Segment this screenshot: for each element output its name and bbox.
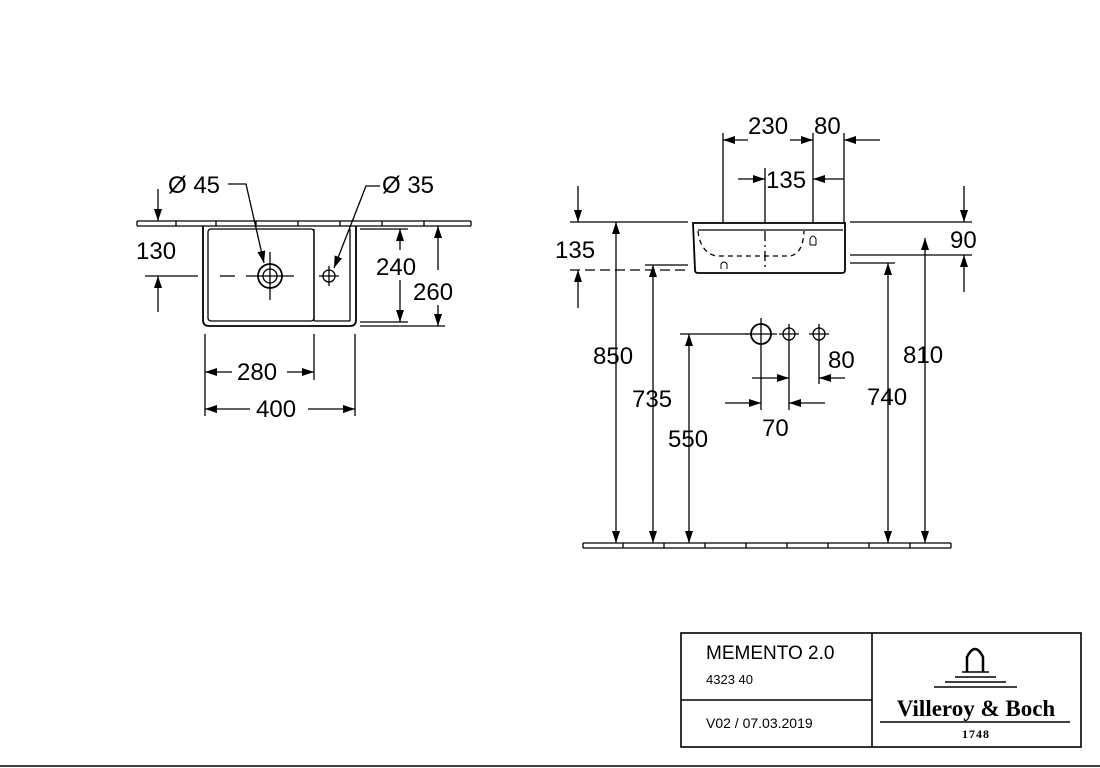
top-view bbox=[136, 183, 472, 416]
drain-connection bbox=[745, 318, 777, 350]
label-dim-70: 70 bbox=[762, 415, 789, 442]
label-dim-80-mid: 80 bbox=[828, 347, 855, 374]
label-dim-735: 735 bbox=[632, 386, 672, 413]
brand-logo-icon bbox=[934, 647, 1017, 688]
label-dim-135-top: 135 bbox=[766, 167, 806, 194]
label-dim-810: 810 bbox=[903, 342, 943, 369]
label-dim-230: 230 bbox=[748, 113, 788, 140]
tap-hole bbox=[220, 252, 294, 300]
wall-line-top-view bbox=[136, 220, 472, 227]
water-connection-left bbox=[779, 324, 799, 344]
brand-year: 1748 bbox=[962, 727, 990, 741]
floor-line-front-view bbox=[582, 542, 952, 549]
label-dim-850: 850 bbox=[593, 343, 633, 370]
label-dim-135-left: 135 bbox=[555, 237, 595, 264]
label-dim-130: 130 bbox=[136, 238, 176, 265]
version-date: V02 / 07.03.2019 bbox=[706, 715, 813, 731]
label-dim-550: 550 bbox=[668, 426, 708, 453]
basin-top-outline bbox=[202, 226, 357, 327]
water-connection-right bbox=[809, 324, 829, 344]
front-view bbox=[570, 133, 972, 549]
label-dim-240: 240 bbox=[376, 254, 416, 281]
label-dim-280: 280 bbox=[237, 359, 277, 386]
article-number: 4323 40 bbox=[706, 672, 753, 687]
basin-front-outline bbox=[692, 222, 846, 274]
label-dim-90: 90 bbox=[950, 227, 977, 254]
overflow-hole bbox=[319, 266, 339, 286]
label-dim-260: 260 bbox=[413, 279, 453, 306]
label-dim-740: 740 bbox=[867, 384, 907, 411]
label-dim-400: 400 bbox=[256, 396, 296, 423]
title-block: MEMENTO 2.0 4323 40 V02 / 07.03.2019 Vil… bbox=[680, 632, 1082, 748]
label-tap-hole-diameter: Ø 45 bbox=[168, 172, 220, 199]
brand-name: Villeroy & Boch bbox=[897, 696, 1056, 721]
product-name: MEMENTO 2.0 bbox=[706, 643, 834, 664]
label-overflow-diameter: Ø 35 bbox=[382, 172, 434, 199]
label-dim-80-top: 80 bbox=[814, 113, 841, 140]
